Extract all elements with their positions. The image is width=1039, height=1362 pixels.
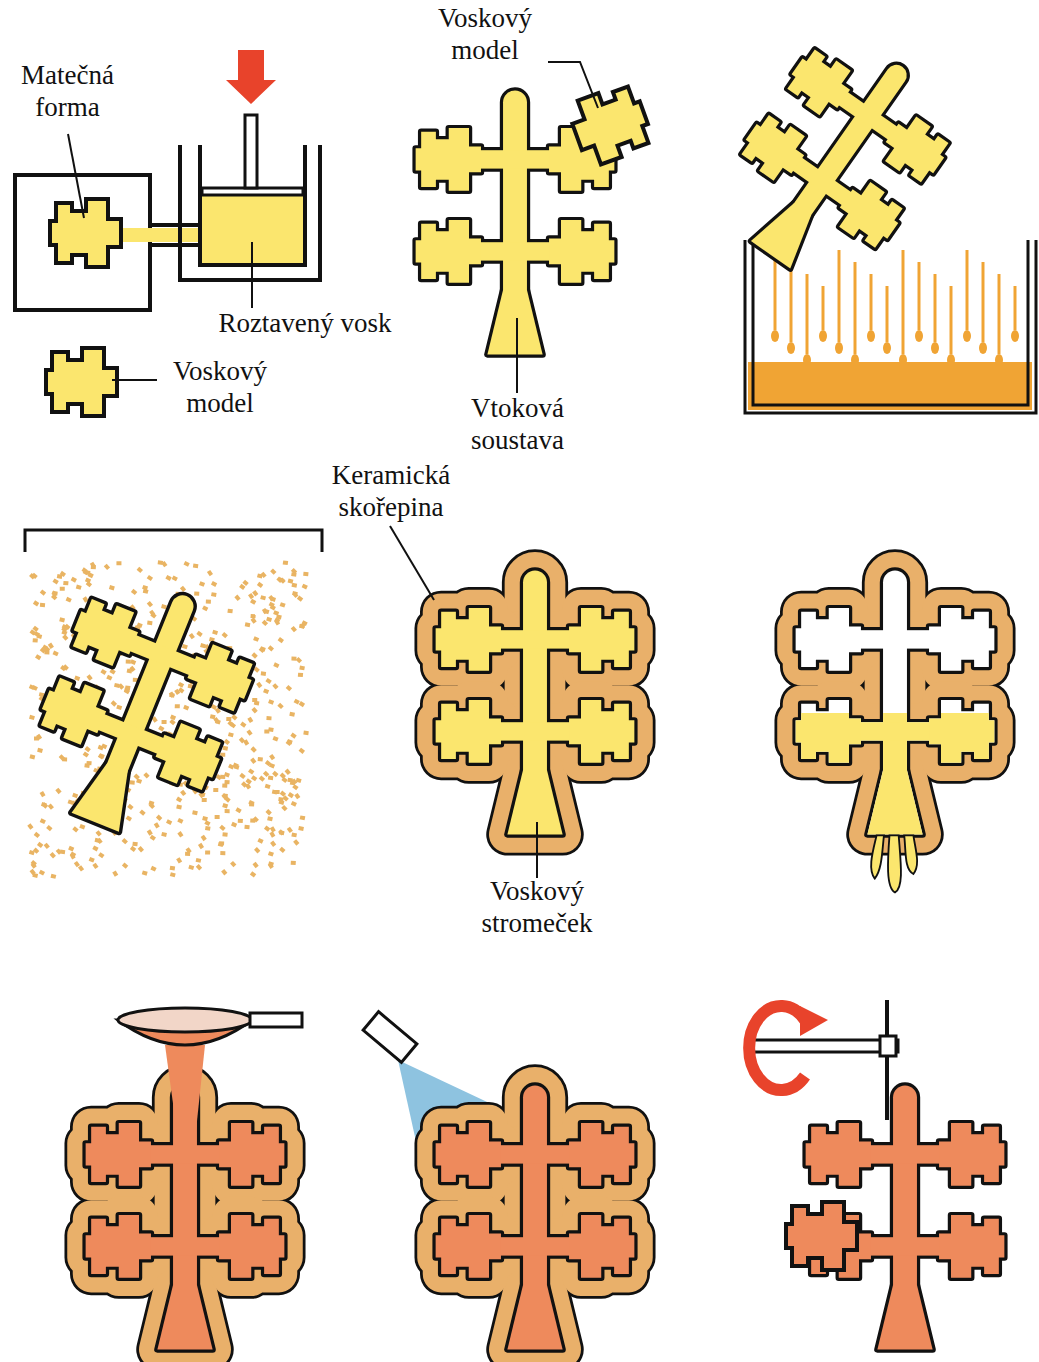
part-label: Vtoková soustava <box>450 393 585 457</box>
part-label: Matečná forma <box>5 60 130 124</box>
cut-off <box>748 1000 1004 1349</box>
part-label: Voskový model <box>420 3 550 67</box>
part-label: Voskový model <box>155 356 285 420</box>
shell-tree <box>436 570 635 834</box>
shell-removal <box>363 1012 634 1350</box>
sand-stucco <box>10 530 322 879</box>
part-label: Keramická skořepina <box>316 460 466 524</box>
dewaxing <box>796 570 995 892</box>
part-label: Voskový stromeček <box>462 876 612 940</box>
pouring <box>86 1008 302 1349</box>
slurry-bath <box>700 17 1036 413</box>
part-label: Roztavený vosk <box>190 308 420 340</box>
leader-lines <box>68 62 598 878</box>
